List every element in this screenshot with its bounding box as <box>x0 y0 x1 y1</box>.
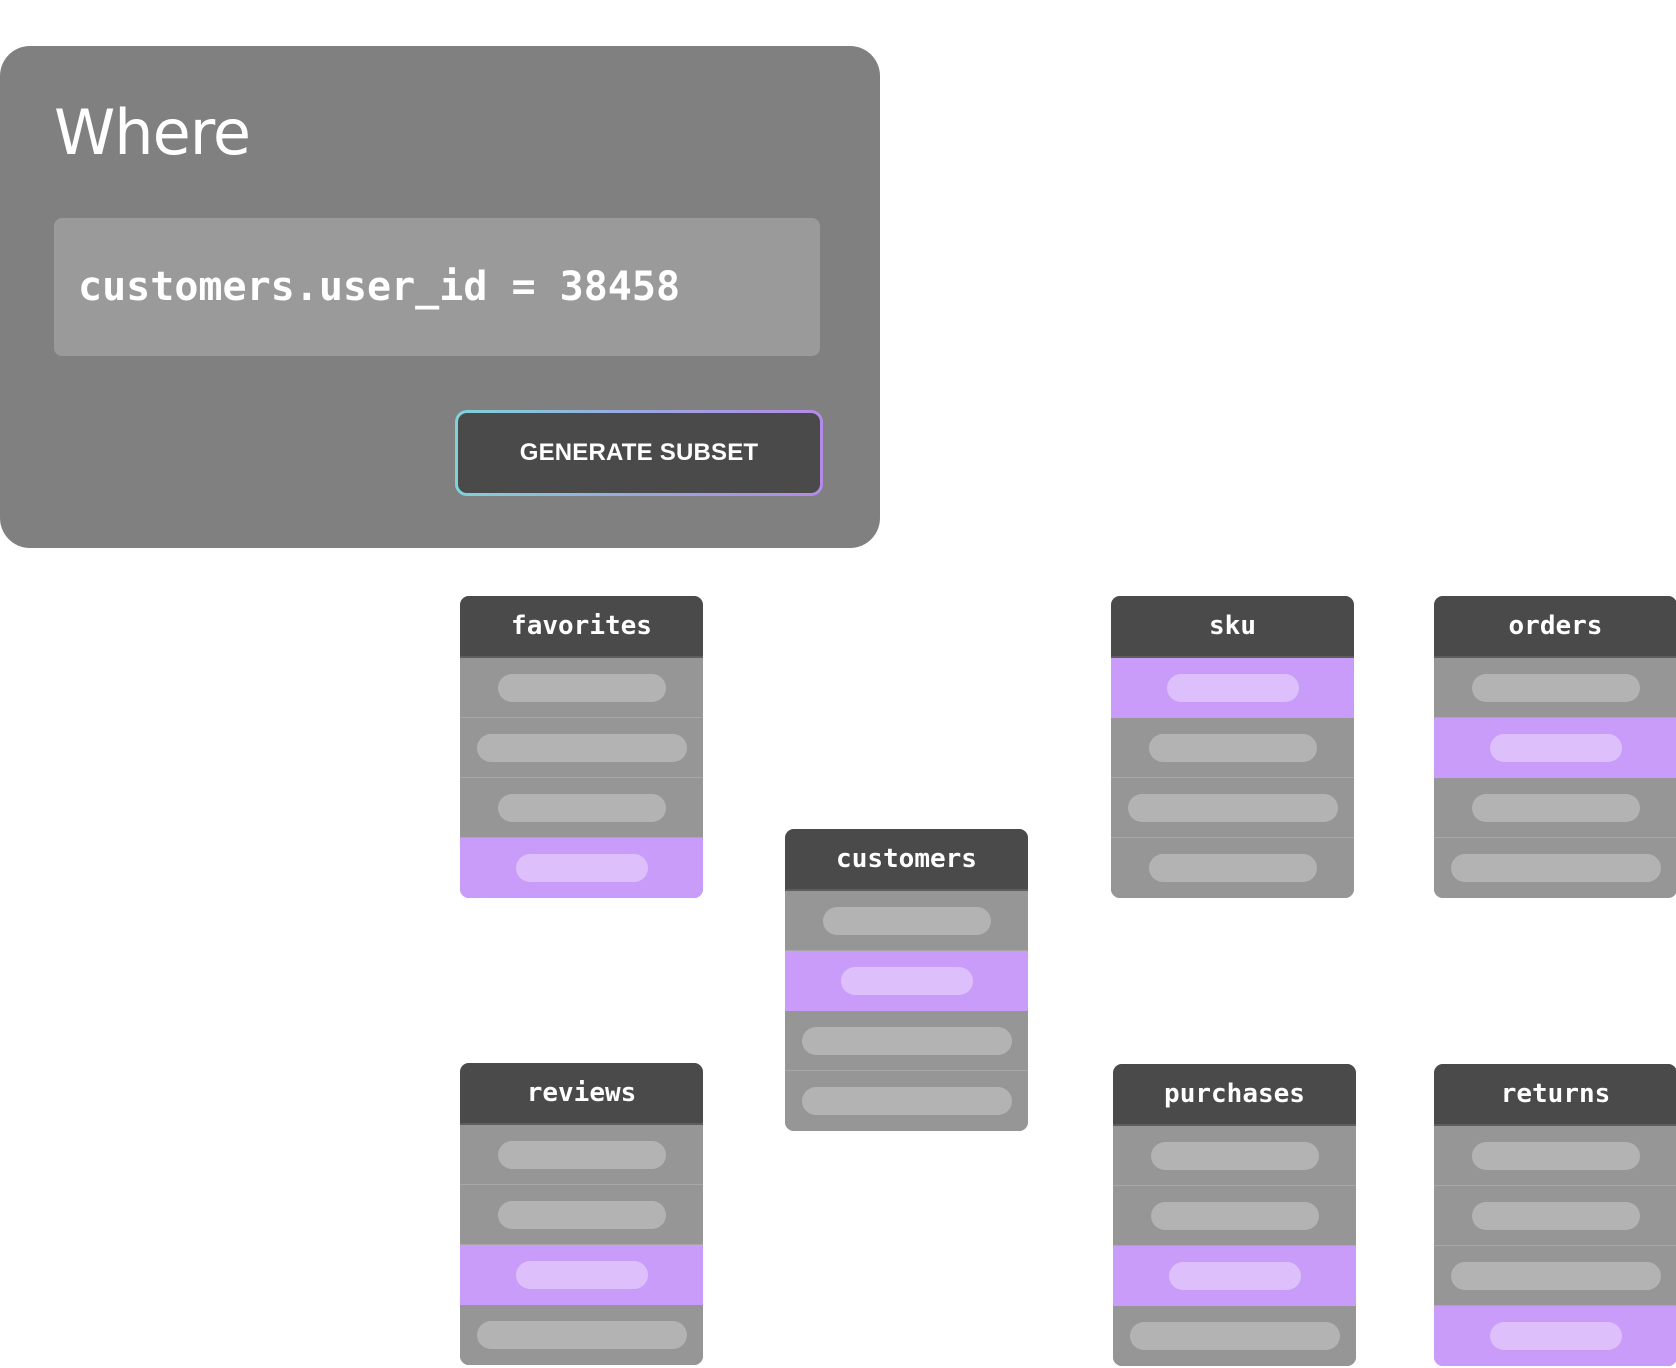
table-header: orders <box>1434 596 1676 658</box>
row-placeholder <box>1150 1141 1319 1170</box>
table-header: favorites <box>460 596 703 658</box>
table-row <box>785 891 1028 951</box>
table-row <box>785 1011 1028 1071</box>
table-row <box>460 718 703 778</box>
table-row <box>460 838 703 898</box>
table-row <box>460 1245 703 1305</box>
table-row <box>1434 778 1676 838</box>
table-row <box>785 1071 1028 1131</box>
query-input[interactable]: customers.user_id = 38458 <box>54 218 820 356</box>
query-text: customers.user_id = 38458 <box>78 264 681 310</box>
table-row <box>1434 1186 1676 1246</box>
row-placeholder <box>1471 1201 1640 1230</box>
table-row <box>1113 1306 1356 1366</box>
row-placeholder <box>497 793 666 822</box>
row-placeholder <box>1471 673 1640 702</box>
row-placeholder <box>1450 1261 1661 1290</box>
row-placeholder <box>840 966 973 995</box>
table-header: customers <box>785 829 1028 891</box>
row-placeholder <box>1148 733 1317 762</box>
row-placeholder <box>476 733 687 762</box>
table-row <box>1434 658 1676 718</box>
table-header: sku <box>1111 596 1354 658</box>
table-row <box>785 951 1028 1011</box>
table-customers: customers <box>785 829 1028 1131</box>
table-returns: returns <box>1434 1064 1676 1366</box>
table-sku: sku <box>1111 596 1354 898</box>
row-placeholder <box>1489 733 1622 762</box>
table-header: reviews <box>460 1063 703 1125</box>
table-row <box>1434 838 1676 898</box>
table-orders: orders <box>1434 596 1676 898</box>
generate-subset-button[interactable]: GENERATE SUBSET <box>455 410 823 496</box>
row-placeholder <box>497 673 666 702</box>
row-placeholder <box>497 1200 666 1229</box>
table-purchases: purchases <box>1113 1064 1356 1366</box>
table-row <box>1434 718 1676 778</box>
table-row <box>460 1185 703 1245</box>
row-placeholder <box>1127 793 1338 822</box>
where-panel: Where customers.user_id = 38458 GENERATE… <box>0 46 880 548</box>
where-title: Where <box>54 96 251 169</box>
table-header: returns <box>1434 1064 1676 1126</box>
row-placeholder <box>1489 1321 1622 1350</box>
table-row <box>1113 1186 1356 1246</box>
row-placeholder <box>1471 1141 1640 1170</box>
table-header: purchases <box>1113 1064 1356 1126</box>
row-placeholder <box>1148 854 1317 882</box>
table-row <box>460 1305 703 1365</box>
table-row <box>460 1125 703 1185</box>
row-placeholder <box>476 1321 687 1349</box>
row-placeholder <box>515 1260 648 1289</box>
row-placeholder <box>1150 1201 1319 1230</box>
row-placeholder <box>515 853 648 882</box>
table-row <box>1111 778 1354 838</box>
table-row <box>1434 1306 1676 1366</box>
table-row <box>1434 1246 1676 1306</box>
table-row <box>1434 1126 1676 1186</box>
row-placeholder <box>1450 854 1661 882</box>
table-row <box>1111 658 1354 718</box>
row-placeholder <box>822 906 991 935</box>
table-row <box>1113 1246 1356 1306</box>
row-placeholder <box>801 1087 1012 1115</box>
table-row <box>460 658 703 718</box>
row-placeholder <box>497 1140 666 1169</box>
row-placeholder <box>1166 673 1299 702</box>
row-placeholder <box>801 1026 1012 1055</box>
table-favorites: favorites <box>460 596 703 898</box>
table-row <box>460 778 703 838</box>
table-row <box>1111 718 1354 778</box>
generate-subset-button-label: GENERATE SUBSET <box>458 413 820 493</box>
row-placeholder <box>1471 793 1640 822</box>
table-row <box>1113 1126 1356 1186</box>
table-reviews: reviews <box>460 1063 703 1365</box>
row-placeholder <box>1168 1261 1301 1290</box>
table-row <box>1111 838 1354 898</box>
row-placeholder <box>1129 1322 1340 1350</box>
